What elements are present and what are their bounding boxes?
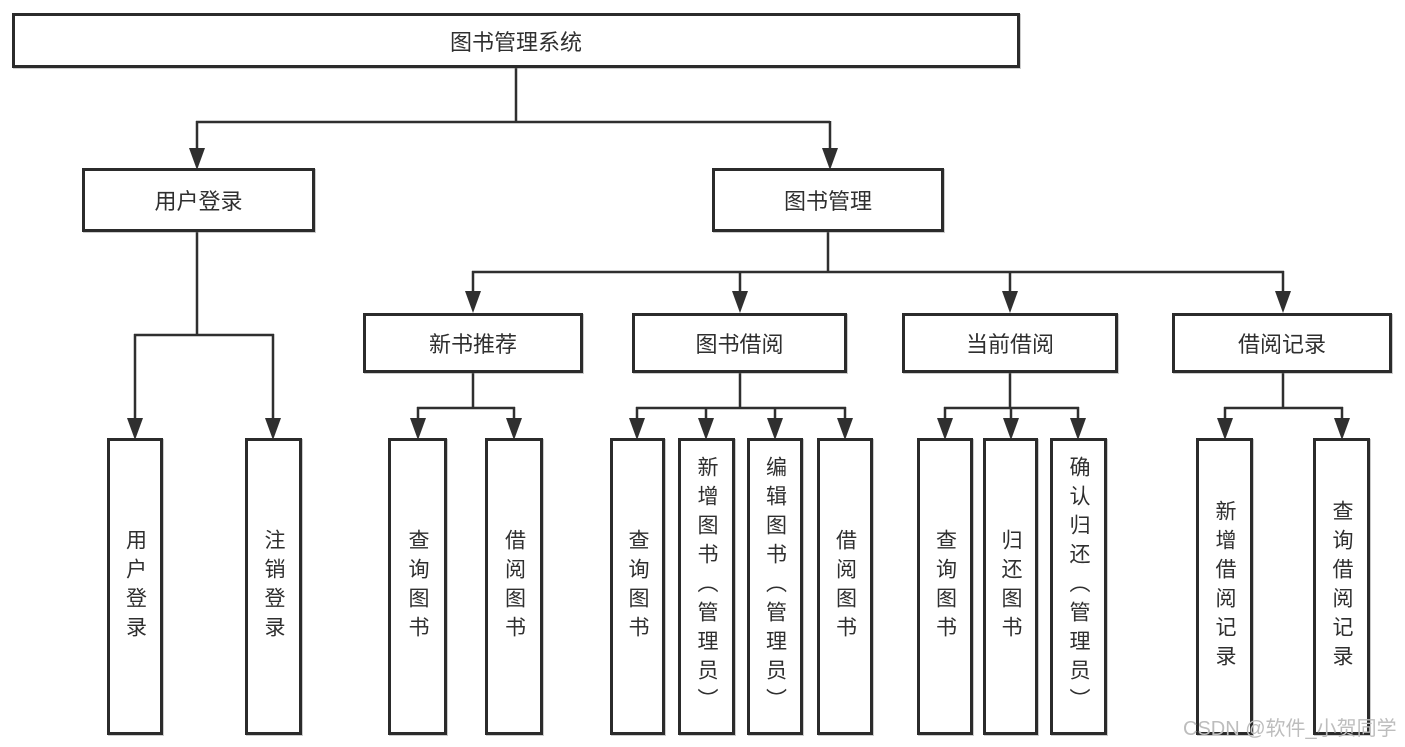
leaf-borrow-books-2: 借阅图书 [817,438,873,735]
leaf-logout: 注销登录 [245,438,302,735]
leaf-borrow-books-1: 借阅图书 [485,438,543,735]
node-book-borrow: 图书借阅 [632,313,847,373]
leaf-confirm-return-admin: 确认归还（管理员） [1050,438,1107,735]
node-borrow-records: 借阅记录 [1172,313,1392,373]
node-root: 图书管理系统 [12,13,1020,68]
leaf-edit-book-admin: 编辑图书（管理员） [747,438,803,735]
leaf-query-borrow-record: 查询借阅记录 [1313,438,1370,735]
node-user-login: 用户登录 [82,168,315,232]
leaf-return-books: 归还图书 [983,438,1038,735]
leaf-add-borrow-record: 新增借阅记录 [1196,438,1253,735]
node-new-book-recommend: 新书推荐 [363,313,583,373]
node-book-management: 图书管理 [712,168,944,232]
leaf-query-books-3: 查询图书 [917,438,973,735]
leaf-query-books-1: 查询图书 [388,438,447,735]
csdn-watermark: CSDN @软件_小贺同学 [1183,718,1397,740]
leaf-query-books-2: 查询图书 [610,438,665,735]
node-current-borrow: 当前借阅 [902,313,1118,373]
leaf-add-book-admin: 新增图书（管理员） [678,438,735,735]
leaf-user-login: 用户登录 [107,438,163,735]
